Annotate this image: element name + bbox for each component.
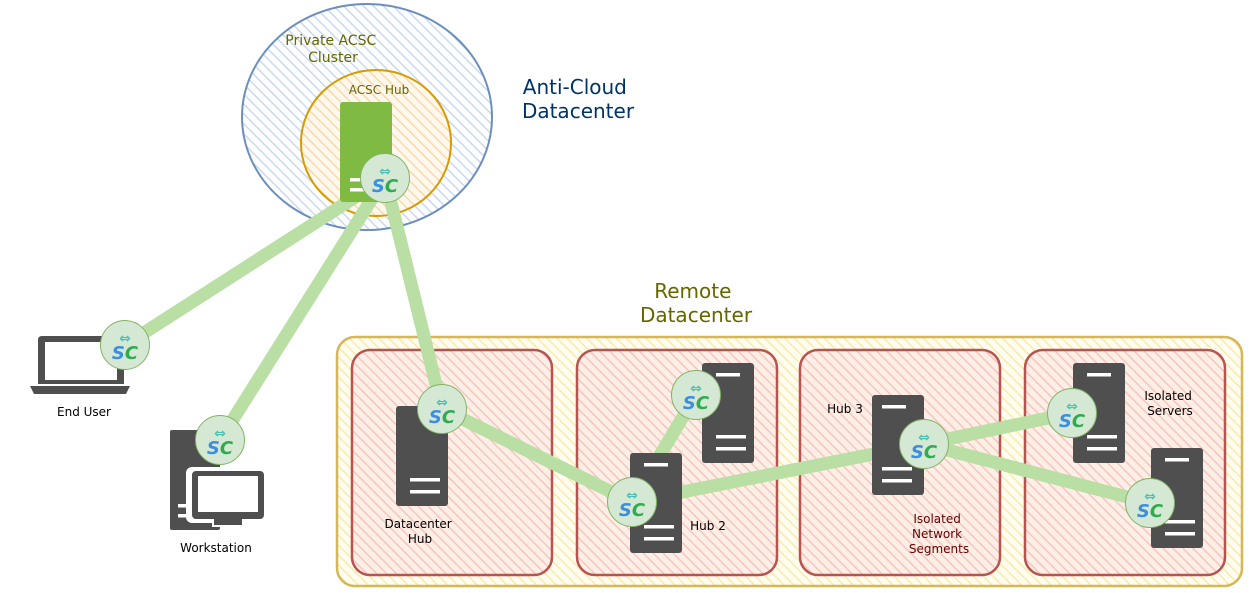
svg-text:⇔: ⇔ [1066,399,1078,415]
isolated-servers-label: Isolated Servers [1144,389,1195,418]
svg-text:SC: SC [1137,501,1164,522]
remote-datacenter-box [335,335,1244,588]
sc-connector-icon: ⇔SC [671,370,721,420]
end-user-label: End User [57,405,111,419]
svg-text:⇔: ⇔ [214,426,226,442]
svg-text:⇔: ⇔ [379,164,391,180]
svg-text:⇔: ⇔ [436,395,448,411]
labels: Anti-Cloud Datacenter Private ACSC Clust… [57,33,1195,556]
svg-text:⇔: ⇔ [1144,489,1156,505]
hub-2-label: Hub 2 [690,519,726,533]
sc-connector-icon: ⇔SC [1047,388,1097,438]
private-cluster-label: Private ACSC Cluster [285,33,380,66]
acsc-hub-label: ACSC Hub [349,83,409,97]
svg-text:SC: SC [112,343,139,364]
hub-3-label: Hub 3 [827,402,863,416]
sc-connector-icon: ⇔SC [417,384,467,434]
link-hub-dchub [378,171,449,416]
sc-connector-icon: ⇔SC [607,477,657,527]
svg-text:⇔: ⇔ [626,488,638,504]
segment-datacenter-hub [350,348,554,577]
svg-text:SC: SC [1059,411,1086,432]
svg-text:⇔: ⇔ [918,430,930,446]
sc-connector-icon: ⇔SC [1125,478,1175,528]
workstation-icon [170,430,268,530]
workstation-label: Workstation [180,541,252,555]
svg-text:SC: SC [619,500,646,521]
sc-connector-icon: ⇔SC [195,415,245,465]
svg-text:SC: SC [207,438,234,459]
remote-datacenter-title: Remote Datacenter [640,279,753,327]
link-hub3-iso1 [917,406,1079,451]
hub-3-server [872,395,924,495]
svg-text:SC: SC [683,393,710,414]
svg-text:SC: SC [911,442,938,463]
isolated-segments-label: Isolated Network Segments [909,512,969,556]
datacenter-hub-label: Datacenter Hub [384,517,455,546]
sc-connector-icon: ⇔SC [100,320,150,370]
svg-text:SC: SC [429,407,456,428]
link-hub3-iso2 [917,437,1157,510]
isolated-server-top [1073,363,1125,463]
anti-cloud-title: Anti-Cloud Datacenter [522,75,635,123]
link-hub-user [118,171,392,352]
svg-text:SC: SC [372,176,399,197]
link-hub-ws [213,171,392,447]
sc-connectors: ⇔SC⇔SC⇔SC⇔SC⇔SC⇔SC⇔SC⇔SC⇔SC [100,153,1175,528]
svg-text:⇔: ⇔ [690,381,702,397]
sc-connector-icon: ⇔SC [899,419,949,469]
svg-text:⇔: ⇔ [119,331,131,347]
link-dchub-hub2b [435,402,639,509]
sc-connector-icon: ⇔SC [360,153,410,203]
